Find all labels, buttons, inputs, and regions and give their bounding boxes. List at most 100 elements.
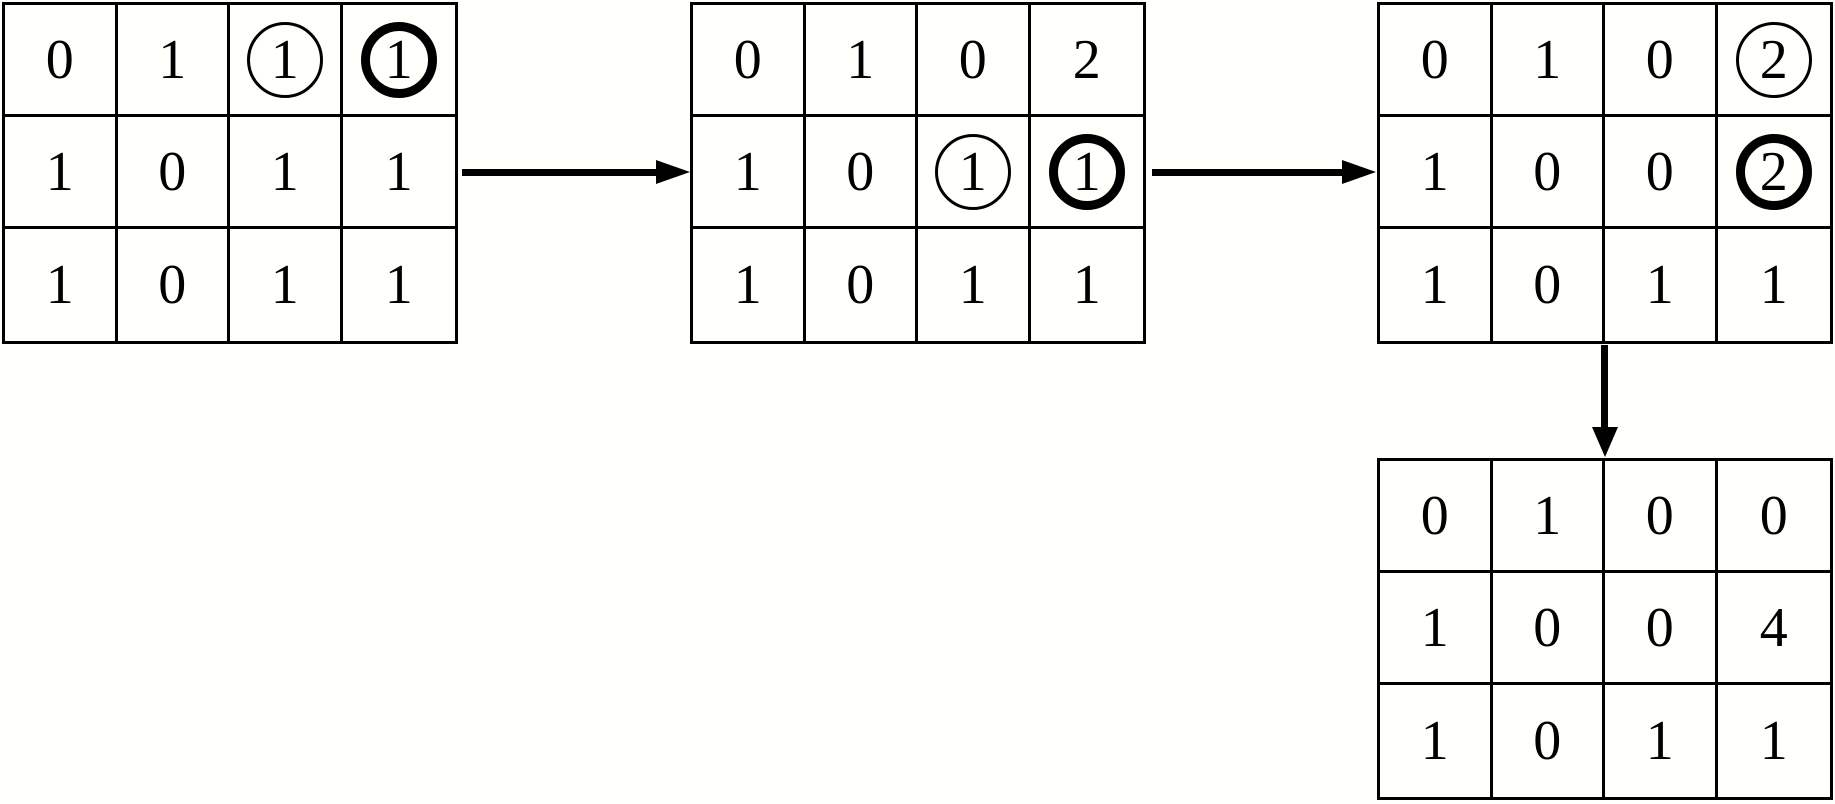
step2-cell-r0c0: 0 <box>693 5 806 117</box>
cell-value: 1 <box>733 140 762 203</box>
cell-value: 1 <box>1420 254 1449 316</box>
matrix-step4: 0 1 0 0 1 0 0 4 1 0 1 1 <box>1377 458 1833 800</box>
cell-value: 0 <box>1533 140 1562 203</box>
cell-value: 0 <box>958 28 987 91</box>
step4-cell-r2c1: 0 <box>1493 685 1605 797</box>
cell-value: 1 <box>846 28 875 91</box>
cell-value: 0 <box>733 28 762 91</box>
step3-cell-r0c3: 2 <box>1717 5 1830 117</box>
cell-value: 1 <box>1759 254 1788 316</box>
cell-value: 2 <box>1072 28 1101 91</box>
step1-cell-r2c2: 1 <box>230 229 343 341</box>
cell-value: 1 <box>1420 140 1449 203</box>
cell-value: 1 <box>1533 28 1562 91</box>
arrow-right-head-icon <box>1342 160 1376 184</box>
matrix-step3: 0 1 0 2 1 0 0 2 1 0 1 1 <box>1377 2 1833 344</box>
cell-value: 1 <box>384 254 413 316</box>
cell-value: 0 <box>1533 254 1562 316</box>
step4-cell-r1c2: 0 <box>1605 573 1718 685</box>
cell-value-bold-circle: 1 <box>360 21 437 98</box>
cell-value: 1 <box>270 254 299 316</box>
step3-cell-r0c1: 1 <box>1492 5 1605 117</box>
step3-cell-r2c1: 0 <box>1493 229 1605 341</box>
matrix-step2: 0 1 0 2 1 0 1 1 1 0 1 1 <box>690 2 1146 344</box>
step2-cell-r2c1: 0 <box>806 229 918 341</box>
step3-cell-r2c0: 1 <box>1380 229 1493 341</box>
step2-cell-r1c3: 1 <box>1030 117 1143 229</box>
step1-cell-r1c1: 0 <box>117 117 230 229</box>
step3-cell-r0c0: 0 <box>1380 5 1493 117</box>
step1-cell-r0c3: 1 <box>342 5 455 117</box>
arrow-right-shaft-1 <box>462 169 658 176</box>
step2-cell-r2c2: 1 <box>918 229 1031 341</box>
step3-cell-r2c2: 1 <box>1605 229 1718 341</box>
cell-value: 0 <box>45 28 74 91</box>
cell-value: 1 <box>1759 710 1788 772</box>
step4-cell-r0c3: 0 <box>1717 461 1830 573</box>
cell-value: 0 <box>1759 484 1788 547</box>
step1-cell-r1c0: 1 <box>5 117 118 229</box>
step4-cell-r2c2: 1 <box>1605 685 1718 797</box>
step2-cell-r2c3: 1 <box>1031 229 1144 341</box>
step2-cell-r2c0: 1 <box>693 229 806 341</box>
step1-cell-r2c0: 1 <box>5 229 118 341</box>
step4-cell-r0c0: 0 <box>1380 461 1493 573</box>
cell-value: 1 <box>733 254 762 316</box>
step3-cell-r1c0: 1 <box>1380 117 1493 229</box>
cell-value: 1 <box>1420 710 1449 772</box>
cell-value: 0 <box>158 140 187 203</box>
step2-cell-r1c1: 0 <box>805 117 918 229</box>
arrow-right-head-icon <box>656 160 690 184</box>
step1-cell-r1c2: 1 <box>230 117 343 229</box>
cell-value: 0 <box>1645 28 1674 91</box>
cell-value: 0 <box>1420 28 1449 91</box>
cell-value: 0 <box>1645 484 1674 547</box>
step4-cell-r1c1: 0 <box>1492 573 1605 685</box>
cell-value: 1 <box>958 254 987 316</box>
step1-cell-r0c2: 1 <box>230 5 343 117</box>
step4-cell-r0c2: 0 <box>1605 461 1718 573</box>
cell-value: 0 <box>1420 484 1449 547</box>
cell-value: 1 <box>45 140 74 203</box>
cell-value: 1 <box>270 140 299 203</box>
step3-cell-r1c2: 0 <box>1605 117 1718 229</box>
cell-value-thin-circle: 2 <box>1735 21 1812 98</box>
step3-cell-r0c2: 0 <box>1605 5 1718 117</box>
cell-value: 0 <box>1645 140 1674 203</box>
step4-cell-r0c1: 1 <box>1492 461 1605 573</box>
step1-cell-r2c3: 1 <box>343 229 456 341</box>
step4-cell-r1c3: 4 <box>1717 573 1830 685</box>
step1-cell-r0c0: 0 <box>5 5 118 117</box>
step4-cell-r2c3: 1 <box>1718 685 1831 797</box>
step2-cell-r1c0: 1 <box>693 117 806 229</box>
step3-cell-r1c1: 0 <box>1492 117 1605 229</box>
cell-value: 0 <box>846 140 875 203</box>
cell-value: 1 <box>45 254 74 316</box>
cell-value: 0 <box>846 254 875 316</box>
arrow-right-shaft-2 <box>1152 169 1344 176</box>
step2-cell-r0c2: 0 <box>918 5 1031 117</box>
cell-value: 0 <box>1533 710 1562 772</box>
cell-value: 4 <box>1759 596 1788 659</box>
arrow-down-head-icon <box>1592 427 1618 457</box>
cell-value: 1 <box>1645 710 1674 772</box>
step2-cell-r0c3: 2 <box>1030 5 1143 117</box>
cell-value: 0 <box>1533 596 1562 659</box>
cell-value: 1 <box>1420 596 1449 659</box>
cell-value: 1 <box>384 140 413 203</box>
step2-cell-r0c1: 1 <box>805 5 918 117</box>
cell-value-bold-circle: 1 <box>1048 133 1125 210</box>
step4-cell-r1c0: 1 <box>1380 573 1493 685</box>
step4-cell-r2c0: 1 <box>1380 685 1493 797</box>
step1-cell-r0c1: 1 <box>117 5 230 117</box>
cell-value: 1 <box>1645 254 1674 316</box>
step3-cell-r1c3: 2 <box>1717 117 1830 229</box>
cell-value: 0 <box>158 254 187 316</box>
step3-cell-r2c3: 1 <box>1718 229 1831 341</box>
arrow-down-shaft <box>1601 345 1608 429</box>
step1-cell-r2c1: 0 <box>118 229 230 341</box>
cell-value: 1 <box>158 28 187 91</box>
cell-value-thin-circle: 1 <box>246 21 323 98</box>
cell-value: 0 <box>1645 596 1674 659</box>
